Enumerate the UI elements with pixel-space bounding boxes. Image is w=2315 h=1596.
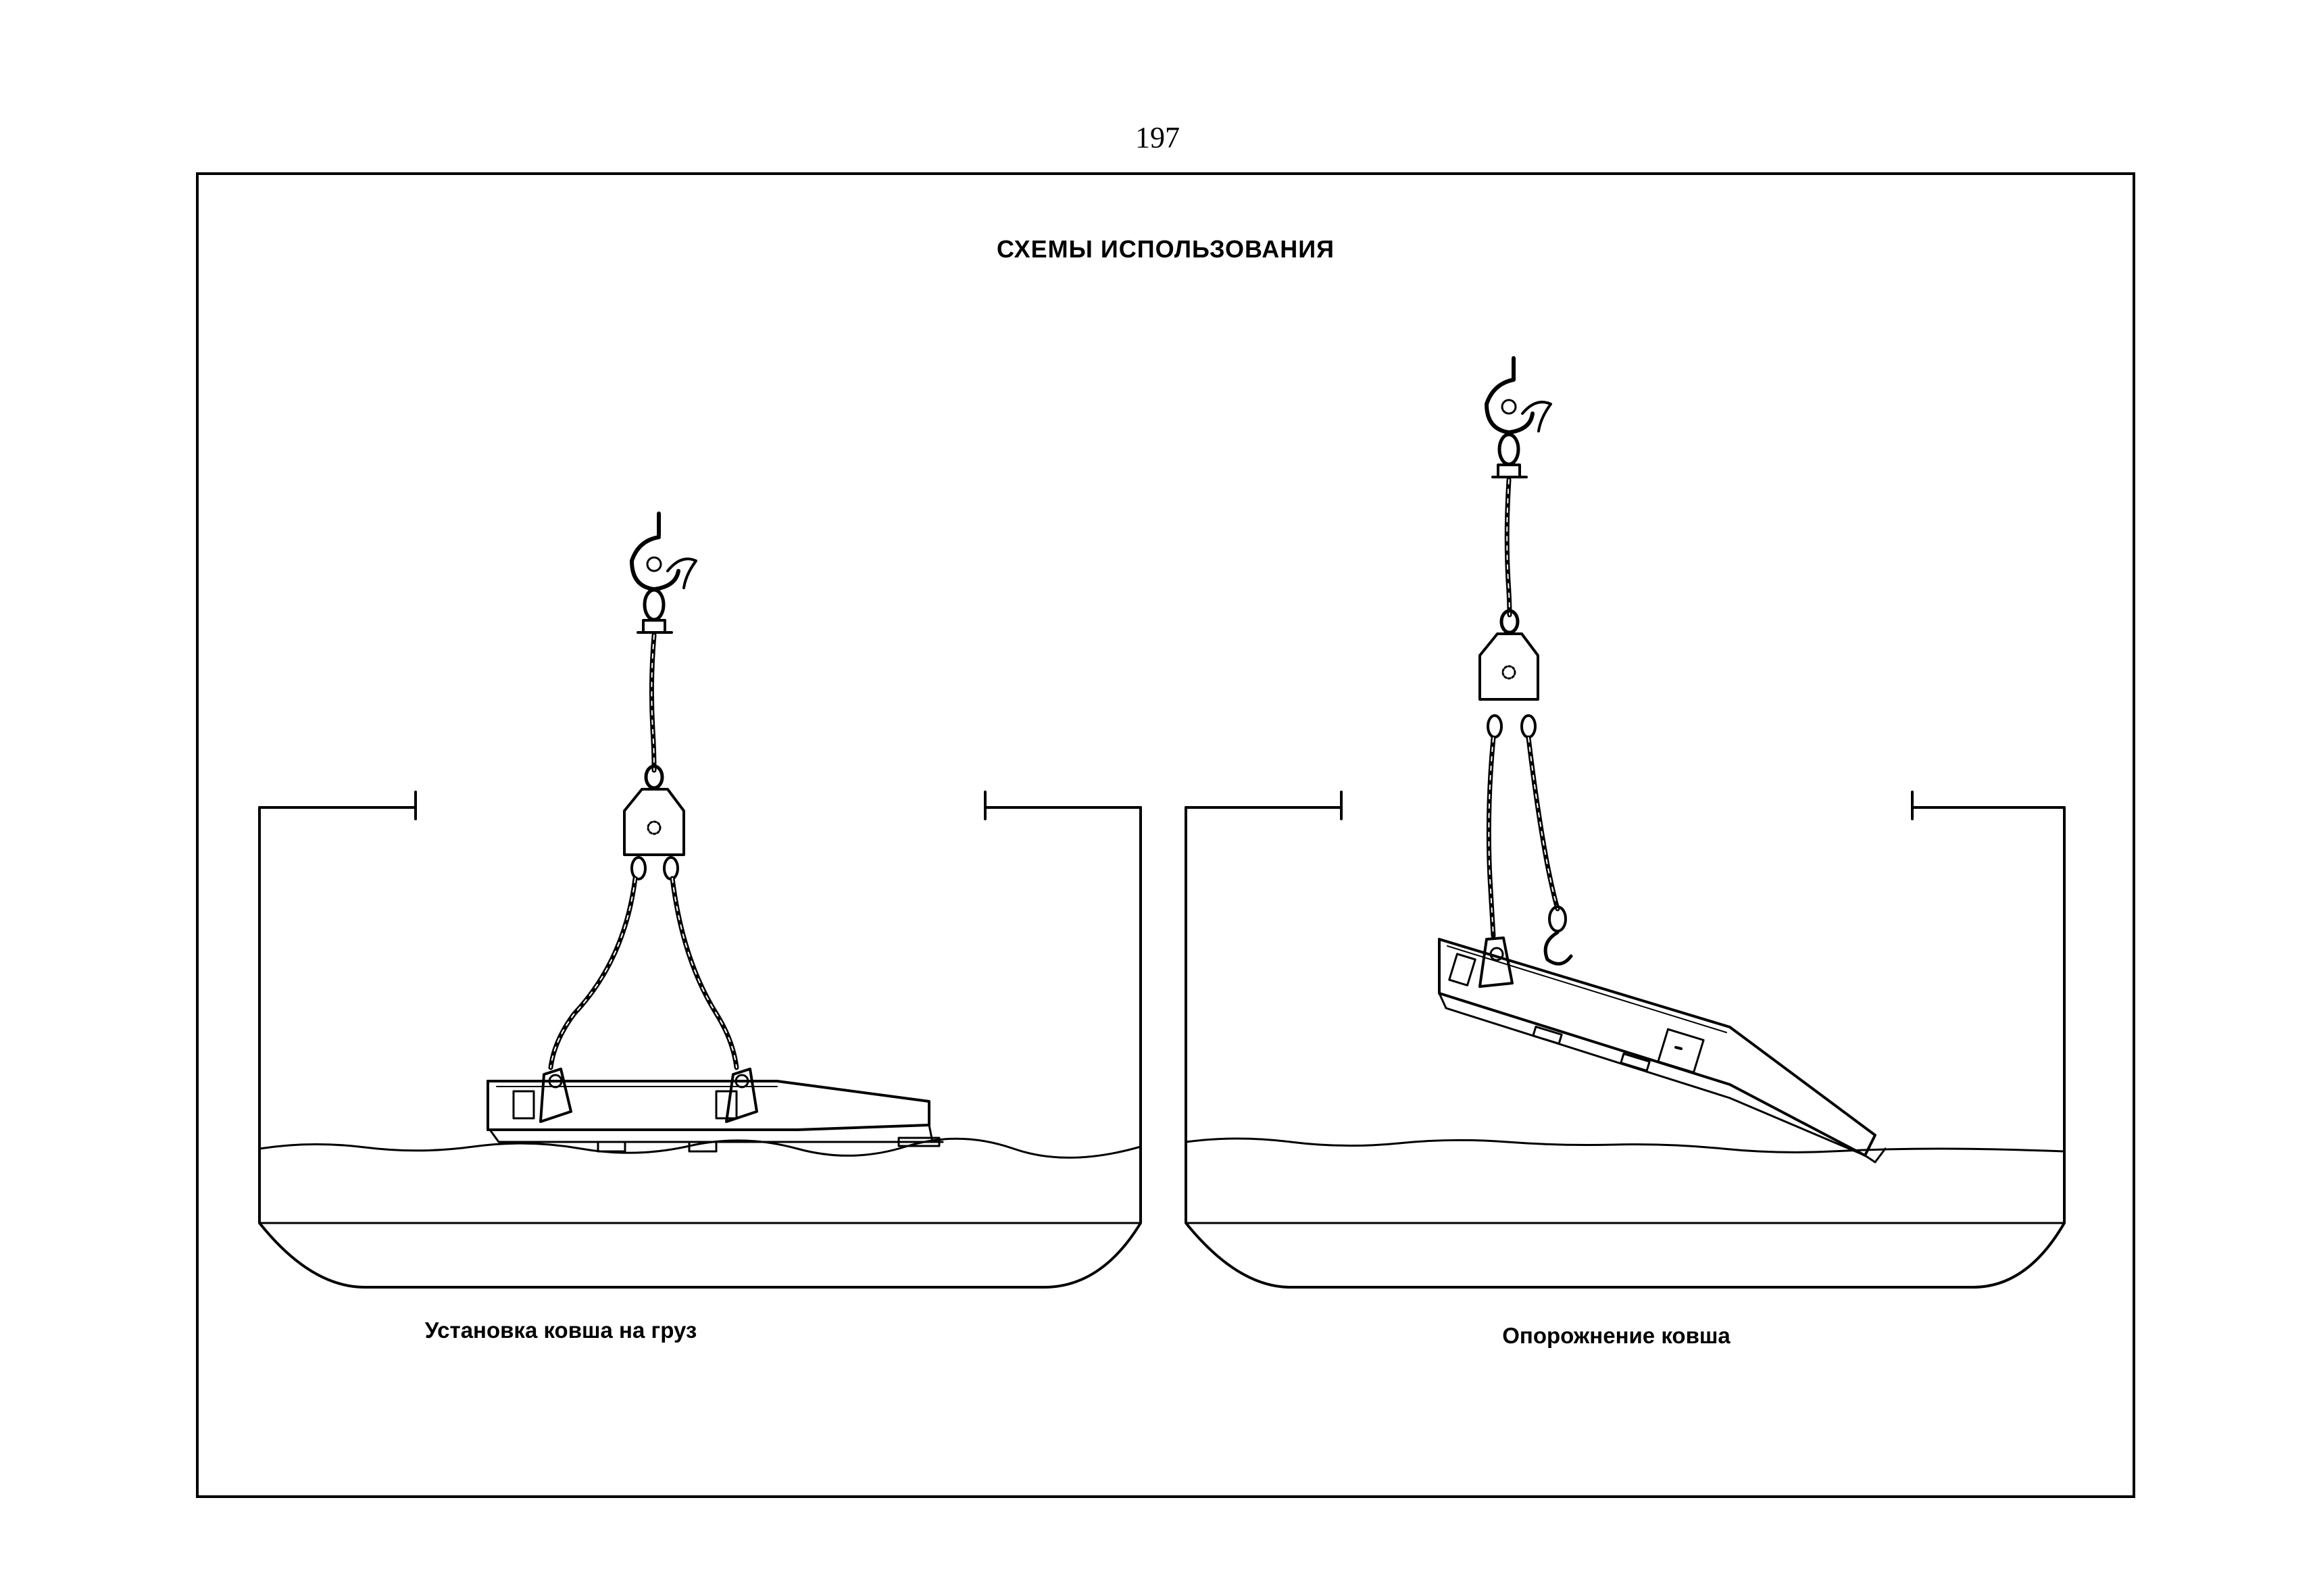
left-spreader-block	[623, 788, 685, 880]
page-number: 197	[1135, 121, 1180, 154]
right-shackle	[1491, 432, 1528, 478]
right-branch-slings	[1486, 735, 1573, 966]
figure-title: СХЕМЫ ИСПОЛЬЗОВАНИЯ	[996, 235, 1335, 263]
right-spreader-block	[1478, 632, 1539, 739]
caption-left: Установка ковша на груз	[424, 1318, 697, 1343]
left-shackle	[637, 588, 673, 634]
right-crane-hook-icon	[1485, 356, 1552, 434]
left-hold	[258, 791, 1142, 1289]
figure-frame	[196, 172, 2135, 1498]
left-branch-slings	[548, 876, 739, 1070]
right-scene	[1185, 356, 2066, 1289]
left-bucket	[487, 1068, 944, 1153]
left-crane-hook-icon	[630, 512, 697, 591]
right-hold	[1185, 791, 2066, 1289]
caption-right: Опорожнение ковша	[1502, 1323, 1731, 1348]
left-scene	[258, 512, 1142, 1289]
right-bucket	[1438, 937, 1887, 1164]
